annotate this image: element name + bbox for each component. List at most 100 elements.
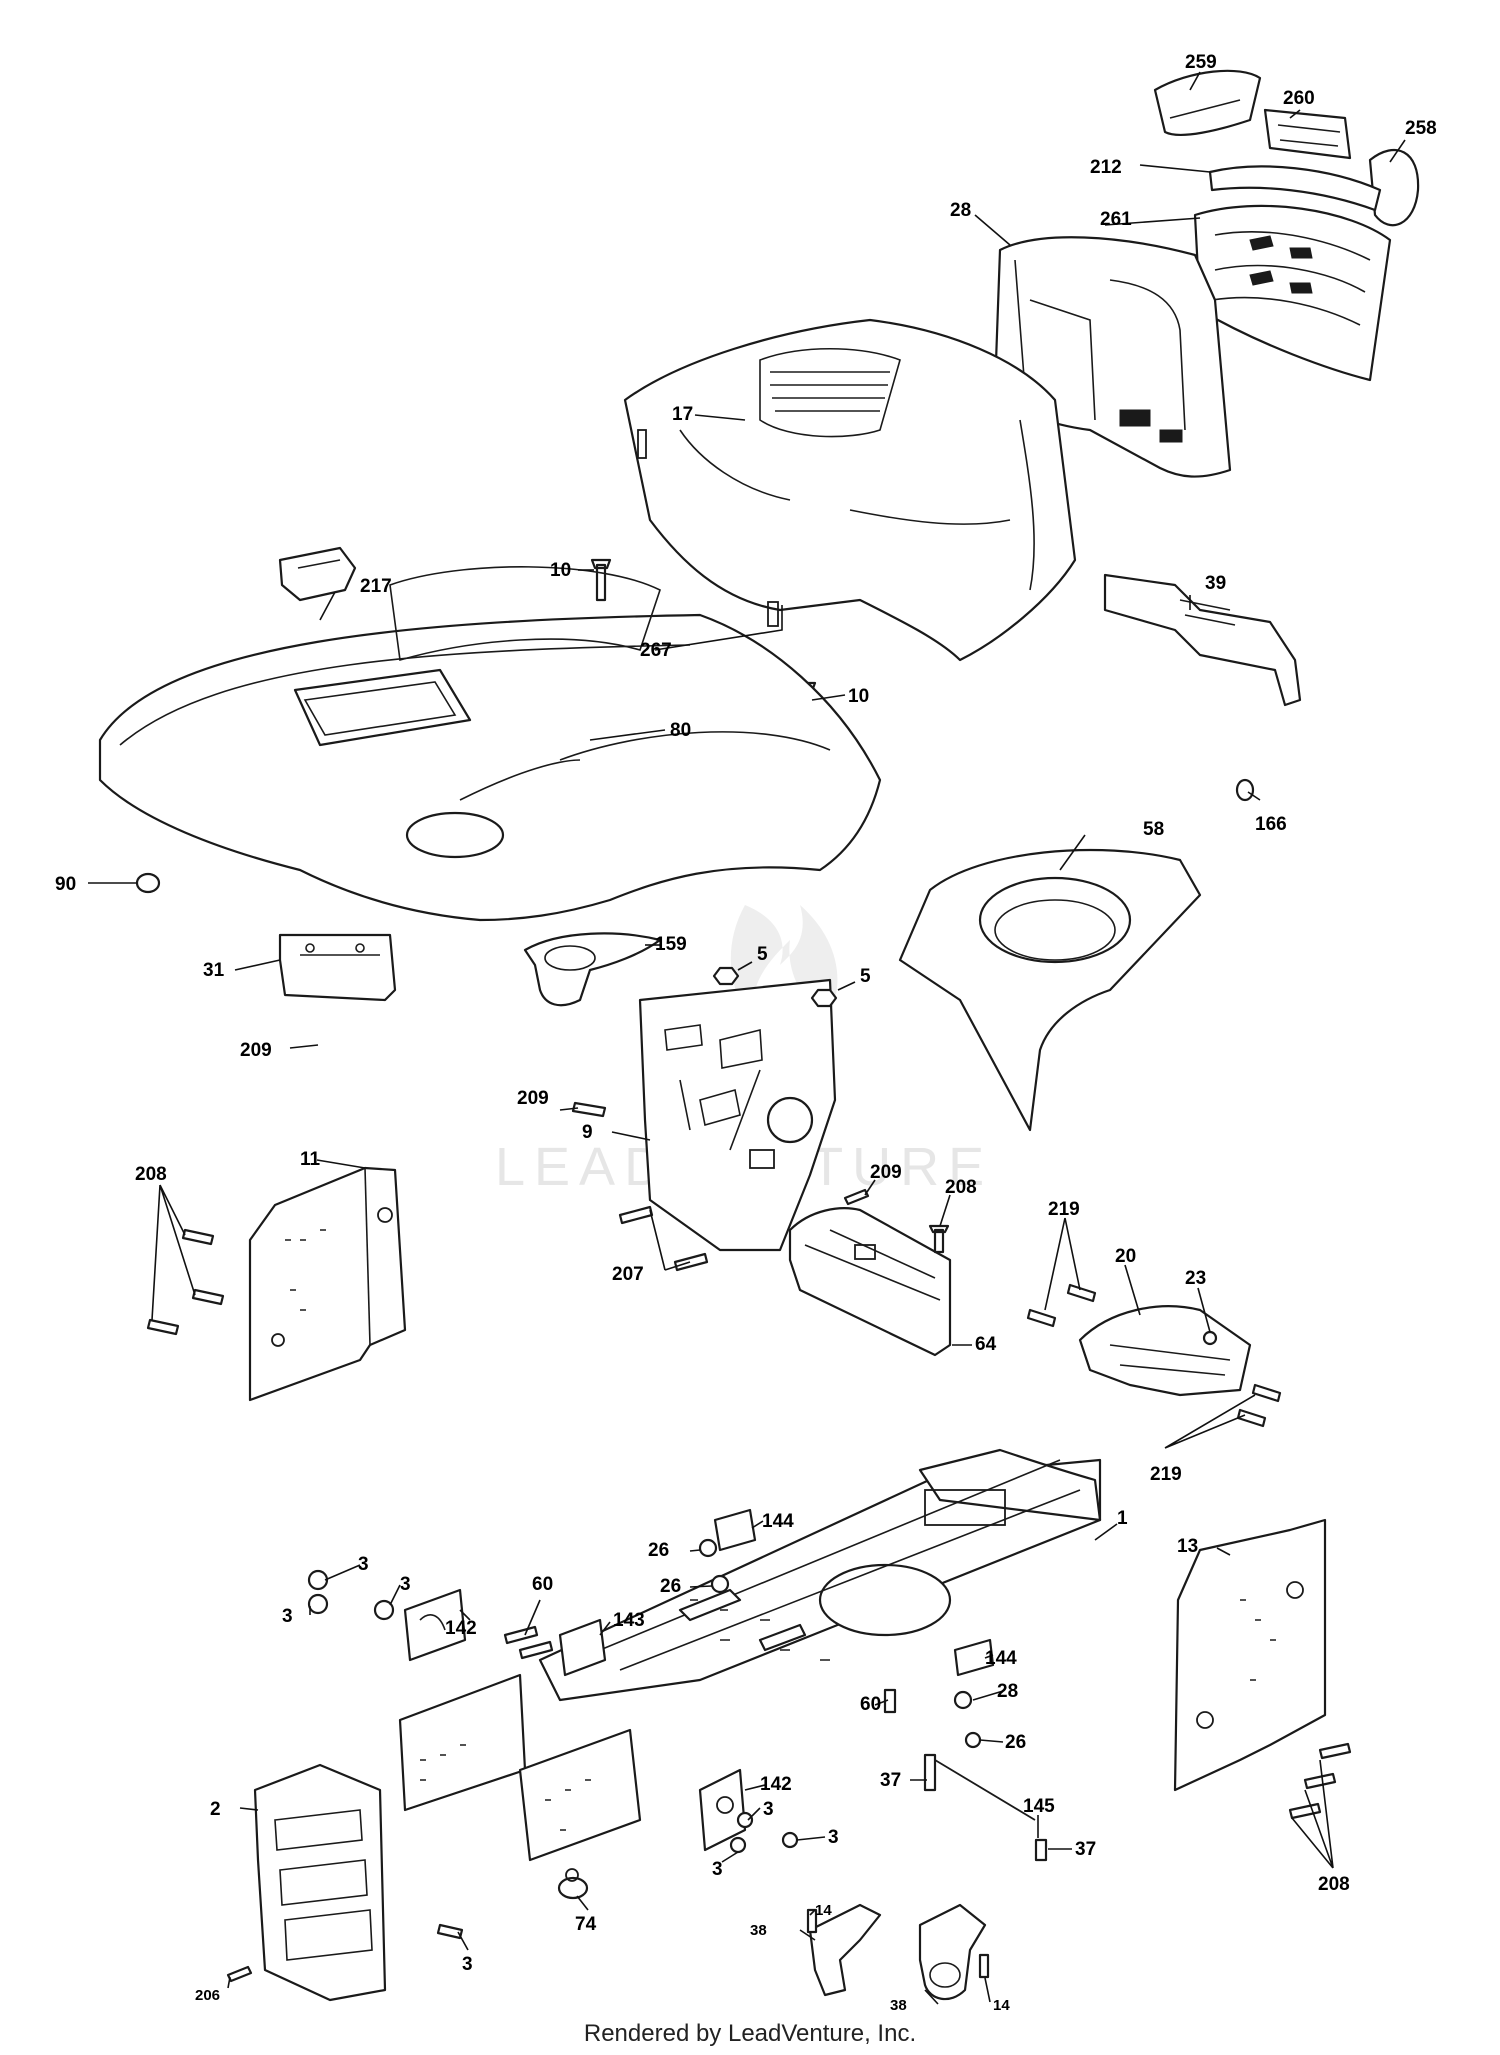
callout-261: 261 — [1100, 209, 1132, 230]
nut-5-lower — [810, 988, 838, 1008]
bracket-31 — [278, 933, 397, 1002]
hood-lens-260 — [1263, 108, 1352, 160]
callout-labels: 259 260 258 212 28 261 17 10 217 267 10 … — [55, 52, 1437, 2014]
bolts-37 — [923, 1753, 1048, 1862]
bracket-142-right — [698, 1768, 747, 1852]
bracket-74 — [557, 1868, 589, 1900]
callout-206: 206 — [195, 1987, 220, 2004]
callout-14-left: 14 — [815, 1902, 832, 1919]
screw-209-dash — [571, 1101, 607, 1118]
rod-145 — [934, 1759, 1036, 1821]
frame-side-plate-center — [518, 1728, 642, 1862]
callout-31: 31 — [203, 960, 225, 981]
bracket-143 — [558, 1618, 607, 1677]
callout-37-a: 37 — [880, 1770, 901, 1791]
callout-58: 58 — [1143, 819, 1164, 840]
bumper-90 — [135, 872, 161, 894]
callout-26-top: 26 — [648, 1540, 669, 1561]
frame-1 — [538, 1448, 1102, 1702]
callout-3-c: 3 — [282, 1606, 293, 1627]
bolt-60-lower — [883, 1688, 897, 1714]
screws-208-right — [1288, 1742, 1352, 1820]
callout-60-lower: 60 — [860, 1694, 881, 1715]
callout-80: 80 — [670, 720, 691, 741]
dash-panel-9 — [638, 978, 837, 1252]
callout-3-d: 3 — [763, 1799, 774, 1820]
side-panel-11 — [248, 1166, 407, 1402]
console-mount-58 — [898, 848, 1202, 1132]
callout-208-left: 208 — [135, 1164, 167, 1185]
fender-80 — [98, 566, 882, 922]
screw-206 — [226, 1965, 253, 1983]
front-plate-2 — [253, 1763, 387, 2002]
nut-5-upper — [712, 966, 740, 986]
dash-base-64 — [788, 1207, 952, 1357]
callout-39: 39 — [1205, 573, 1226, 594]
callout-17: 17 — [672, 404, 693, 425]
callout-219-upper: 219 — [1048, 1199, 1080, 1220]
callout-60-upper: 60 — [532, 1574, 553, 1595]
callout-2: 2 — [210, 1799, 221, 1820]
screw-209-base — [843, 1188, 870, 1206]
callout-145: 145 — [1023, 1796, 1055, 1817]
callout-9: 9 — [582, 1122, 593, 1143]
pin-10-upper — [590, 558, 612, 602]
hood-17 — [623, 318, 1077, 662]
callout-90: 90 — [55, 874, 76, 895]
callout-3-a: 3 — [358, 1554, 369, 1575]
bolts-60-upper — [503, 1625, 554, 1660]
screw-208-base — [928, 1224, 950, 1254]
leader-lines — [88, 71, 1406, 2005]
screw-3-bottom — [436, 1923, 464, 1940]
callout-217: 217 — [360, 576, 392, 597]
callout-3-e: 3 — [828, 1827, 839, 1848]
nuts-26-lower — [953, 1690, 982, 1749]
callout-64: 64 — [975, 1334, 997, 1355]
callout-1: 1 — [1117, 1508, 1128, 1529]
callout-144-lower: 144 — [985, 1648, 1017, 1669]
bolts-3-upper-left — [307, 1569, 395, 1621]
screws-14 — [806, 1908, 990, 1979]
callout-260: 260 — [1283, 88, 1315, 109]
callout-144-top: 144 — [762, 1511, 794, 1532]
callout-258: 258 — [1405, 118, 1437, 139]
callout-28: 28 — [950, 200, 971, 221]
bracket-38-right — [918, 1903, 987, 2001]
bracket-144-lower — [953, 1638, 995, 1677]
callout-212: 212 — [1090, 157, 1122, 178]
callout-28-lower: 28 — [997, 1681, 1018, 1702]
bracket-144-top — [713, 1508, 757, 1552]
side-panel-13 — [1173, 1518, 1327, 1792]
callout-13: 13 — [1177, 1536, 1198, 1557]
callout-267: 267 — [640, 640, 672, 661]
bracket-212 — [1208, 165, 1382, 212]
callout-38-right: 38 — [890, 1997, 907, 2014]
nut-23 — [1202, 1330, 1218, 1346]
callout-11: 11 — [300, 1149, 321, 1170]
callout-3-f: 3 — [712, 1859, 723, 1880]
bracket-38-left — [808, 1903, 882, 1997]
callout-3-g: 3 — [462, 1954, 473, 1975]
grille-261 — [1193, 204, 1392, 382]
bracket-142-left — [403, 1588, 467, 1662]
nuts-26-top — [698, 1538, 730, 1594]
callout-166: 166 — [1255, 814, 1287, 835]
callout-143: 143 — [613, 1610, 645, 1631]
callout-219-lower: 219 — [1150, 1464, 1182, 1485]
frame-side-plate-left — [398, 1673, 527, 1812]
bracket-39 — [1103, 573, 1302, 707]
callout-142-right: 142 — [760, 1774, 792, 1795]
callout-10-lower: 10 — [848, 686, 869, 707]
screw-166 — [1235, 778, 1255, 802]
lever-217 — [278, 546, 357, 602]
callout-37-b: 37 — [1075, 1839, 1096, 1860]
callout-38-left: 38 — [750, 1922, 767, 1939]
callout-10-upper: 10 — [550, 560, 571, 581]
callout-159: 159 — [655, 934, 687, 955]
callout-3-b: 3 — [400, 1574, 411, 1595]
callout-20: 20 — [1115, 1246, 1136, 1267]
callout-26-mid: 26 — [660, 1576, 681, 1597]
callout-207: 207 — [612, 1264, 644, 1285]
screws-219 — [1026, 1283, 1282, 1428]
